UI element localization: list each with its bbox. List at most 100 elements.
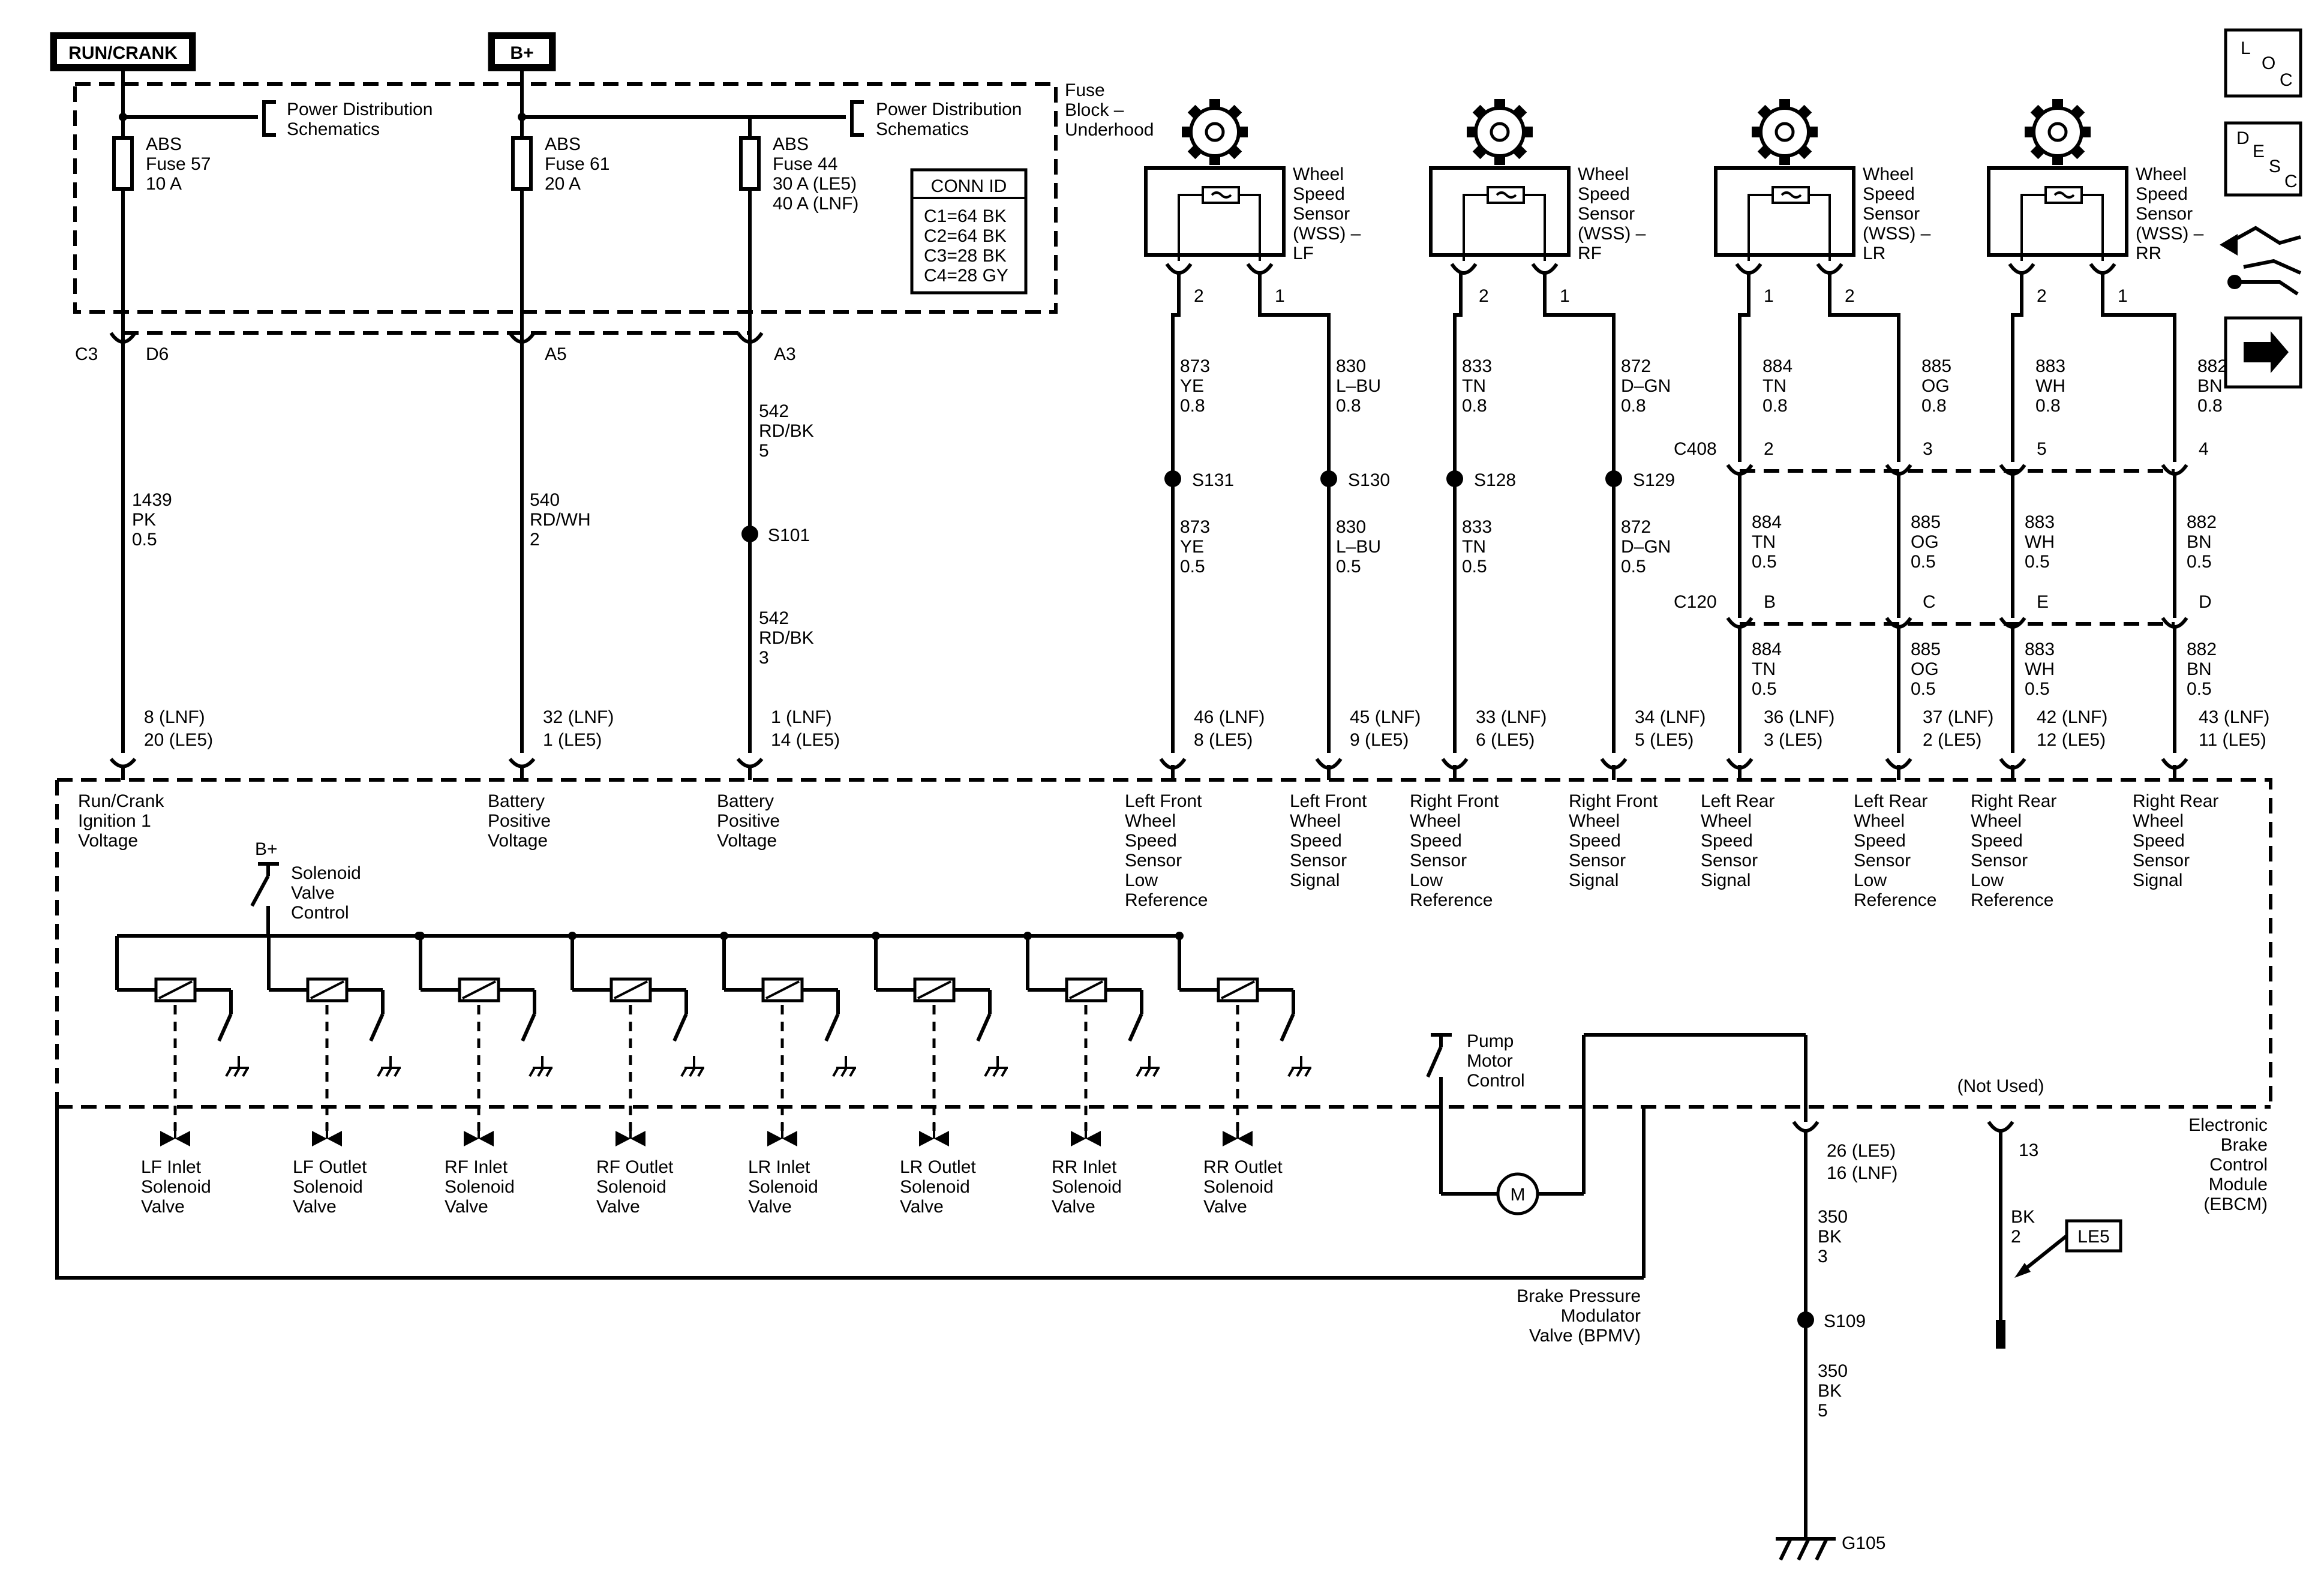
wire-label: 873 bbox=[1180, 517, 1210, 537]
ebcm-input-label: Wheel bbox=[1701, 811, 1752, 831]
wire-label: WH bbox=[2025, 532, 2055, 552]
wire-label: 0.5 bbox=[1621, 557, 1646, 577]
wire-label: D–GN bbox=[1621, 376, 1671, 396]
loc-icon[interactable]: L O C bbox=[2224, 28, 2302, 98]
valve-label: Valve bbox=[900, 1197, 944, 1217]
valve-icon bbox=[1223, 1131, 1238, 1146]
desc-icon[interactable]: D E S C bbox=[2224, 121, 2302, 197]
c120-pin-label: B bbox=[1764, 592, 1776, 612]
valve-label: LR Outlet bbox=[900, 1157, 976, 1177]
sensor-pin-label: 2 bbox=[1845, 286, 1855, 306]
splice-s109 bbox=[1797, 1311, 1814, 1328]
sensor-pin-label: 1 bbox=[2118, 286, 2128, 306]
wire-label: 0.8 bbox=[1462, 396, 1487, 416]
svg-text:1439: 1439 bbox=[132, 490, 172, 510]
next-arrow-icon[interactable] bbox=[2224, 316, 2302, 389]
wire-label: 0.5 bbox=[1911, 552, 1936, 572]
valve-label: Solenoid bbox=[293, 1177, 363, 1197]
ebcm-input-label: Speed bbox=[1569, 831, 1621, 851]
ebcm-input-label: Wheel bbox=[2133, 811, 2184, 831]
svg-text:Run/Crank: Run/Crank bbox=[78, 791, 164, 811]
valve-label: Solenoid bbox=[445, 1177, 515, 1197]
wire-label: 883 bbox=[2025, 640, 2055, 659]
pin-label: 9 (LE5) bbox=[1350, 730, 1409, 750]
gear-icon bbox=[1467, 99, 1533, 165]
run-crank-label: RUN/CRANK bbox=[68, 43, 178, 63]
sensor-pin-label: 1 bbox=[1275, 286, 1285, 306]
valve-label: Valve bbox=[141, 1197, 185, 1217]
wire-label: WH bbox=[2035, 376, 2065, 396]
wire-label: 0.8 bbox=[2197, 396, 2223, 416]
solenoid-valve-control: B+ Solenoid Valve Control bbox=[250, 839, 361, 936]
svg-text:5: 5 bbox=[759, 441, 769, 461]
wire-label: BN bbox=[2197, 376, 2223, 396]
pin-mark bbox=[1735, 263, 1762, 275]
ebcm-input-label: Signal bbox=[2133, 870, 2182, 890]
svg-text:8 (LNF): 8 (LNF) bbox=[144, 707, 205, 727]
battery-label: B+ bbox=[510, 43, 533, 63]
ebcm-input-label: Signal bbox=[1701, 870, 1750, 890]
valve-label: Valve bbox=[748, 1197, 792, 1217]
svg-text:Fuse 44: Fuse 44 bbox=[773, 154, 837, 174]
wire-label: 0.5 bbox=[1911, 679, 1936, 699]
c408-pin-label: 2 bbox=[1764, 439, 1774, 459]
wire-label: 0.5 bbox=[2025, 552, 2050, 572]
wire-label: 872 bbox=[1621, 356, 1651, 376]
svg-text:ABS: ABS bbox=[773, 134, 809, 154]
svg-text:C: C bbox=[2284, 172, 2298, 191]
svg-text:540: 540 bbox=[530, 490, 560, 510]
ebcm-input-label: Right Front bbox=[1410, 791, 1499, 811]
ground-circuit: 26 (LE5) 16 (LNF) 350 BK 3 S109 350 BK 5… bbox=[1776, 1121, 1897, 1561]
sensor-pin-label: 2 bbox=[1194, 286, 1204, 306]
fuse-block-label: Fuse Block – Underhood bbox=[1065, 80, 1154, 140]
bpmv-outline bbox=[55, 1107, 1644, 1280]
svg-text:S109: S109 bbox=[1824, 1311, 1866, 1331]
svg-text:20 A: 20 A bbox=[545, 174, 581, 194]
wire-label: 0.5 bbox=[1336, 557, 1361, 577]
c408-pin-label: 5 bbox=[2037, 439, 2047, 459]
wire-label: TN bbox=[1762, 376, 1786, 396]
svg-text:Battery: Battery bbox=[488, 791, 545, 811]
ebcm-input-label: Speed bbox=[1125, 831, 1177, 851]
connector-tool-icon[interactable] bbox=[2220, 226, 2302, 296]
sensor-label: Wheel bbox=[2136, 164, 2187, 184]
c408-pin-label: 4 bbox=[2199, 439, 2209, 459]
ebcm-input-label: Low bbox=[1125, 870, 1158, 890]
wire-label: 0.5 bbox=[1752, 552, 1777, 572]
label-c408: C408 bbox=[1674, 439, 1717, 459]
svg-text:Modulator: Modulator bbox=[1561, 1306, 1641, 1326]
ebcm-input-label: Left Front bbox=[1290, 791, 1367, 811]
wire-label: 830 bbox=[1336, 517, 1366, 537]
wire-label: 0.8 bbox=[1336, 396, 1361, 416]
gear-icon bbox=[1182, 99, 1248, 165]
power-distribution-ref-2[interactable]: Power Distribution Schematics bbox=[750, 100, 1022, 139]
svg-text:Pump: Pump bbox=[1467, 1031, 1514, 1051]
ebcm-input-label: Left Rear bbox=[1701, 791, 1774, 811]
svg-text:Fuse: Fuse bbox=[1065, 80, 1105, 100]
svg-text:CONN ID: CONN ID bbox=[931, 176, 1007, 196]
svg-text:Schematics: Schematics bbox=[287, 119, 380, 139]
battery-source: B+ bbox=[488, 32, 556, 71]
ebcm-input-label: Speed bbox=[2133, 831, 2185, 851]
pump-motor-control: Pump Motor Control M bbox=[1426, 1031, 1807, 1215]
connector-marks-top bbox=[109, 332, 764, 344]
sensor-label: Wheel bbox=[1293, 164, 1344, 184]
ebcm-input-label: Wheel bbox=[1854, 811, 1905, 831]
ebcm-input-label: Speed bbox=[1290, 831, 1342, 851]
valve-icon bbox=[464, 1131, 479, 1146]
svg-text:BK: BK bbox=[1818, 1227, 1842, 1247]
svg-text:E: E bbox=[2253, 142, 2265, 161]
sensor-pin-label: 1 bbox=[1764, 286, 1774, 306]
svg-text:G105: G105 bbox=[1842, 1533, 1885, 1553]
ebcm-input-label: Left Front bbox=[1125, 791, 1202, 811]
power-distribution-ref-1[interactable]: Power Distribution Schematics bbox=[123, 100, 433, 139]
valve-icon bbox=[767, 1131, 782, 1146]
